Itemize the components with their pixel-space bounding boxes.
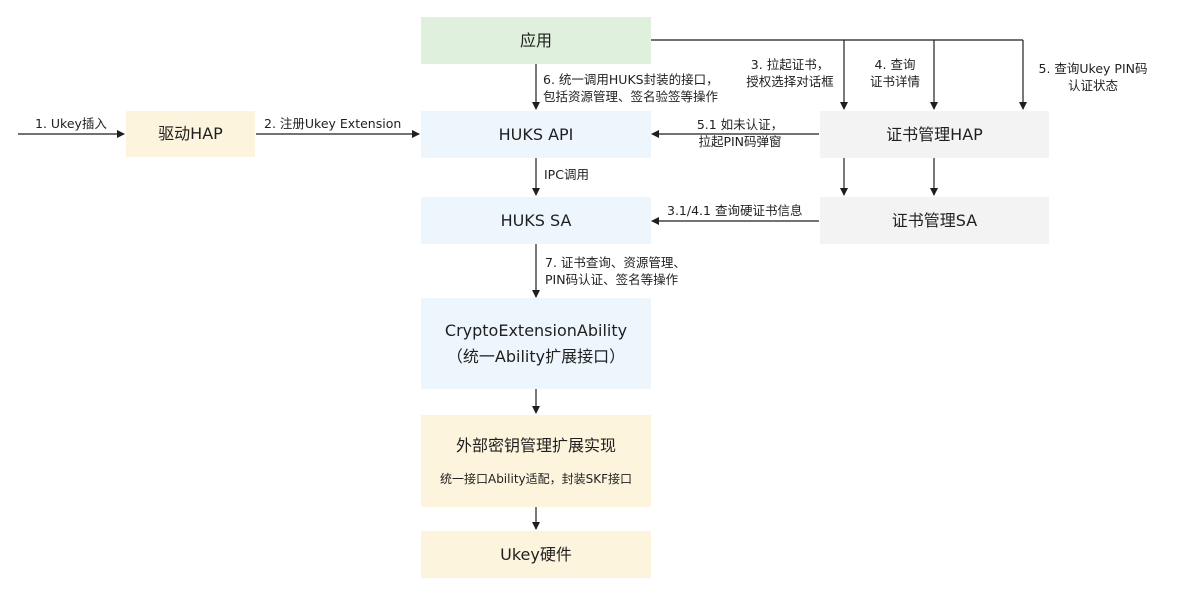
edge-label-line: 3. 拉起证书， bbox=[750, 57, 830, 72]
node-label: HUKS API bbox=[498, 124, 574, 144]
node-label: 驱动HAP bbox=[158, 124, 223, 143]
edge-label-line: 5.1 如未认证， bbox=[696, 117, 784, 132]
edge-label-line: 授权选择对话框 bbox=[746, 74, 834, 89]
edge-label-4: 4. 查询 证书详情 bbox=[862, 56, 928, 90]
edge-label-5-1: 5.1 如未认证， 拉起PIN码弹窗 bbox=[680, 116, 800, 150]
node-ukey-hardware: Ukey硬件 bbox=[421, 531, 651, 578]
node-ext-impl: 外部密钥管理扩展实现 统一接口Ability适配，封装SKF接口 bbox=[421, 415, 651, 507]
edge-label-line: 证书详情 bbox=[869, 74, 920, 89]
node-label: HUKS SA bbox=[500, 210, 572, 230]
edge-label-1: 1. Ukey插入 bbox=[35, 116, 107, 131]
node-app: 应用 bbox=[421, 17, 651, 64]
edge-label-7: 7. 证书查询、资源管理、 PIN码认证、签名等操作 bbox=[545, 254, 686, 288]
node-huks-api: HUKS API bbox=[421, 111, 651, 158]
node-crypto-extension-ability: CryptoExtensionAbility （统一Ability扩展接口） bbox=[421, 298, 651, 389]
node-huks-sa: HUKS SA bbox=[421, 197, 651, 244]
edge-label-line: 认证状态 bbox=[1067, 78, 1118, 93]
node-driver-hap: 驱动HAP bbox=[126, 111, 255, 157]
node-label: （统一Ability扩展接口） bbox=[446, 346, 626, 366]
node-label: 应用 bbox=[519, 30, 552, 50]
edge-label-2: 2. 注册Ukey Extension bbox=[264, 116, 402, 131]
edge-label-line: 6. 统一调用HUKS封装的接口， bbox=[543, 72, 719, 87]
edge-label-line: 包括资源管理、签名验签等操作 bbox=[543, 89, 719, 104]
node-label: 证书管理HAP bbox=[886, 124, 983, 144]
edge-label-line: 4. 查询 bbox=[874, 57, 916, 72]
edge-label-ipc: IPC调用 bbox=[544, 167, 589, 182]
node-label: Ukey硬件 bbox=[500, 544, 572, 564]
edge-label-line: PIN码认证、签名等操作 bbox=[545, 272, 679, 287]
node-label: CryptoExtensionAbility bbox=[444, 320, 628, 340]
node-sublabel: 统一接口Ability适配，封装SKF接口 bbox=[439, 472, 633, 486]
edge-label-line: 拉起PIN码弹窗 bbox=[698, 134, 782, 149]
node-cert-sa: 证书管理SA bbox=[820, 197, 1049, 244]
edge-label-6: 6. 统一调用HUKS封装的接口， 包括资源管理、签名验签等操作 bbox=[543, 71, 719, 105]
node-cert-hap: 证书管理HAP bbox=[820, 111, 1049, 158]
edge-label-5: 5. 查询Ukey PIN码 认证状态 bbox=[1030, 60, 1156, 94]
edge-label-line: 5. 查询Ukey PIN码 bbox=[1038, 61, 1148, 76]
edge-label-line: 7. 证书查询、资源管理、 bbox=[545, 255, 686, 270]
edge-label-3: 3. 拉起证书， 授权选择对话框 bbox=[738, 56, 842, 90]
edge-label-3-1: 3.1/4.1 查询硬证书信息 bbox=[667, 203, 803, 218]
node-label: 外部密钥管理扩展实现 bbox=[455, 436, 616, 455]
node-label: 证书管理SA bbox=[891, 210, 978, 230]
